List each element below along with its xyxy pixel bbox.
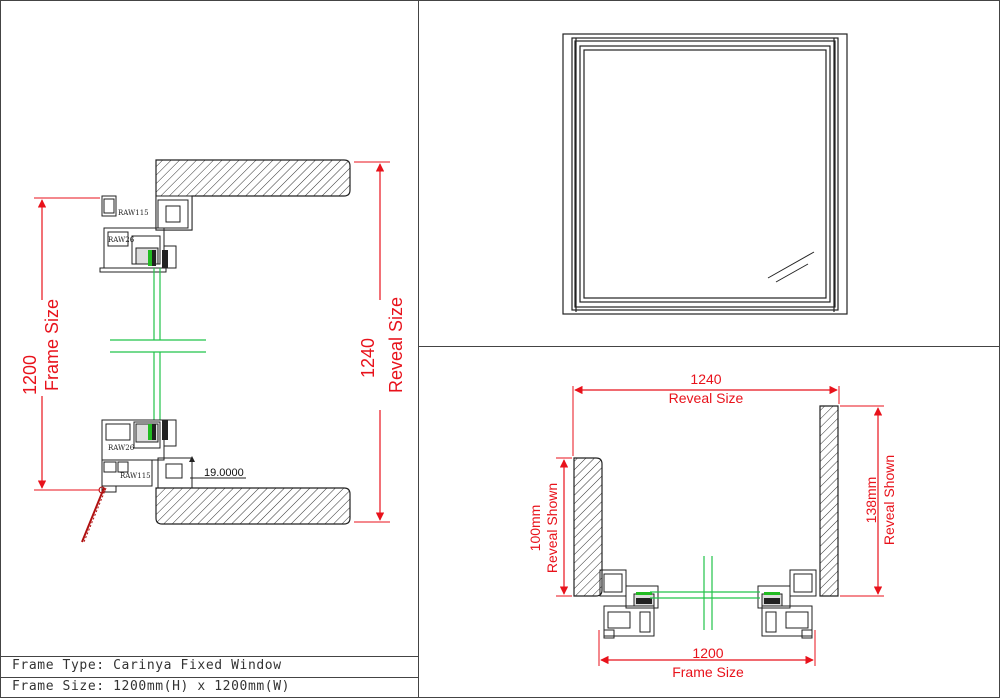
right-reveal-depth-value: 138mm <box>863 477 879 524</box>
reveal-size-value-horizontal: 1240 <box>690 371 721 387</box>
left-reveal-depth-value: 100mm <box>527 505 543 552</box>
right-reveal-depth-label: Reveal Shown <box>881 455 897 545</box>
bottom-frame-profile <box>101 419 193 493</box>
frame-size-label-horizontal: Frame Size <box>672 664 744 680</box>
reveal-size-dimension-horizontal: 1240 Reveal Size <box>572 371 840 456</box>
title-block-frame <box>0 656 418 678</box>
frame-size-value-vertical: 1200 <box>20 355 40 395</box>
top-glazing-seal <box>148 250 168 268</box>
reveal-size-label-horizontal: Reveal Size <box>669 390 744 406</box>
top-wall-reveal <box>155 159 351 231</box>
vertical-section-view: RAW115 RAW26 <box>20 159 406 543</box>
frame-size-dimension-horizontal: 1200 Frame Size <box>598 630 816 680</box>
frame-size-dimension-vertical: 1200 Frame Size <box>20 197 100 491</box>
reveal-size-dimension-vertical: 1240 Reveal Size <box>354 161 406 523</box>
profile-label-raw26-top: RAW26 <box>108 236 135 244</box>
sill-flashing <box>81 486 107 543</box>
frame-size-value-horizontal: 1200 <box>692 645 723 661</box>
plan-glass-pane <box>650 556 760 630</box>
bottom-glazing-seal <box>148 420 168 440</box>
bottom-wall-reveal <box>155 487 351 525</box>
frame-size-label-vertical: Frame Size <box>42 299 62 391</box>
left-reveal-depth-label: Reveal Shown <box>544 483 560 573</box>
window-elevation-view <box>562 33 848 315</box>
plan-section-view: 1240 Reveal Size 1200 Frame Size 100mm R… <box>527 371 897 680</box>
glass-reflection-icon <box>767 251 815 283</box>
profile-label-raw115-top: RAW115 <box>118 209 149 217</box>
reveal-size-value-vertical: 1240 <box>358 338 378 378</box>
profile-label-raw115-bottom: RAW115 <box>120 472 151 480</box>
right-wall-reveal <box>819 405 839 597</box>
title-block: Frame Type: Carinya Fixed Window Frame S… <box>0 656 418 698</box>
right-reveal-depth-dimension: 138mm Reveal Shown <box>840 405 897 597</box>
frame-type-text: Frame Type: Carinya Fixed Window <box>12 658 282 673</box>
glass-pane <box>110 268 206 420</box>
reveal-size-label-vertical: Reveal Size <box>386 297 406 393</box>
gap-dimension: 19.0000 <box>189 456 246 488</box>
left-reveal-depth-dimension: 100mm Reveal Shown <box>527 457 572 597</box>
plan-glazing-seals <box>636 592 780 604</box>
left-wall-reveal <box>573 457 603 597</box>
frame-size-text: Frame Size: 1200mm(H) x 1200mm(W) <box>12 679 291 694</box>
gap-dimension-value: 19.0000 <box>204 467 244 479</box>
profile-label-raw26-bottom: RAW26 <box>108 444 135 452</box>
